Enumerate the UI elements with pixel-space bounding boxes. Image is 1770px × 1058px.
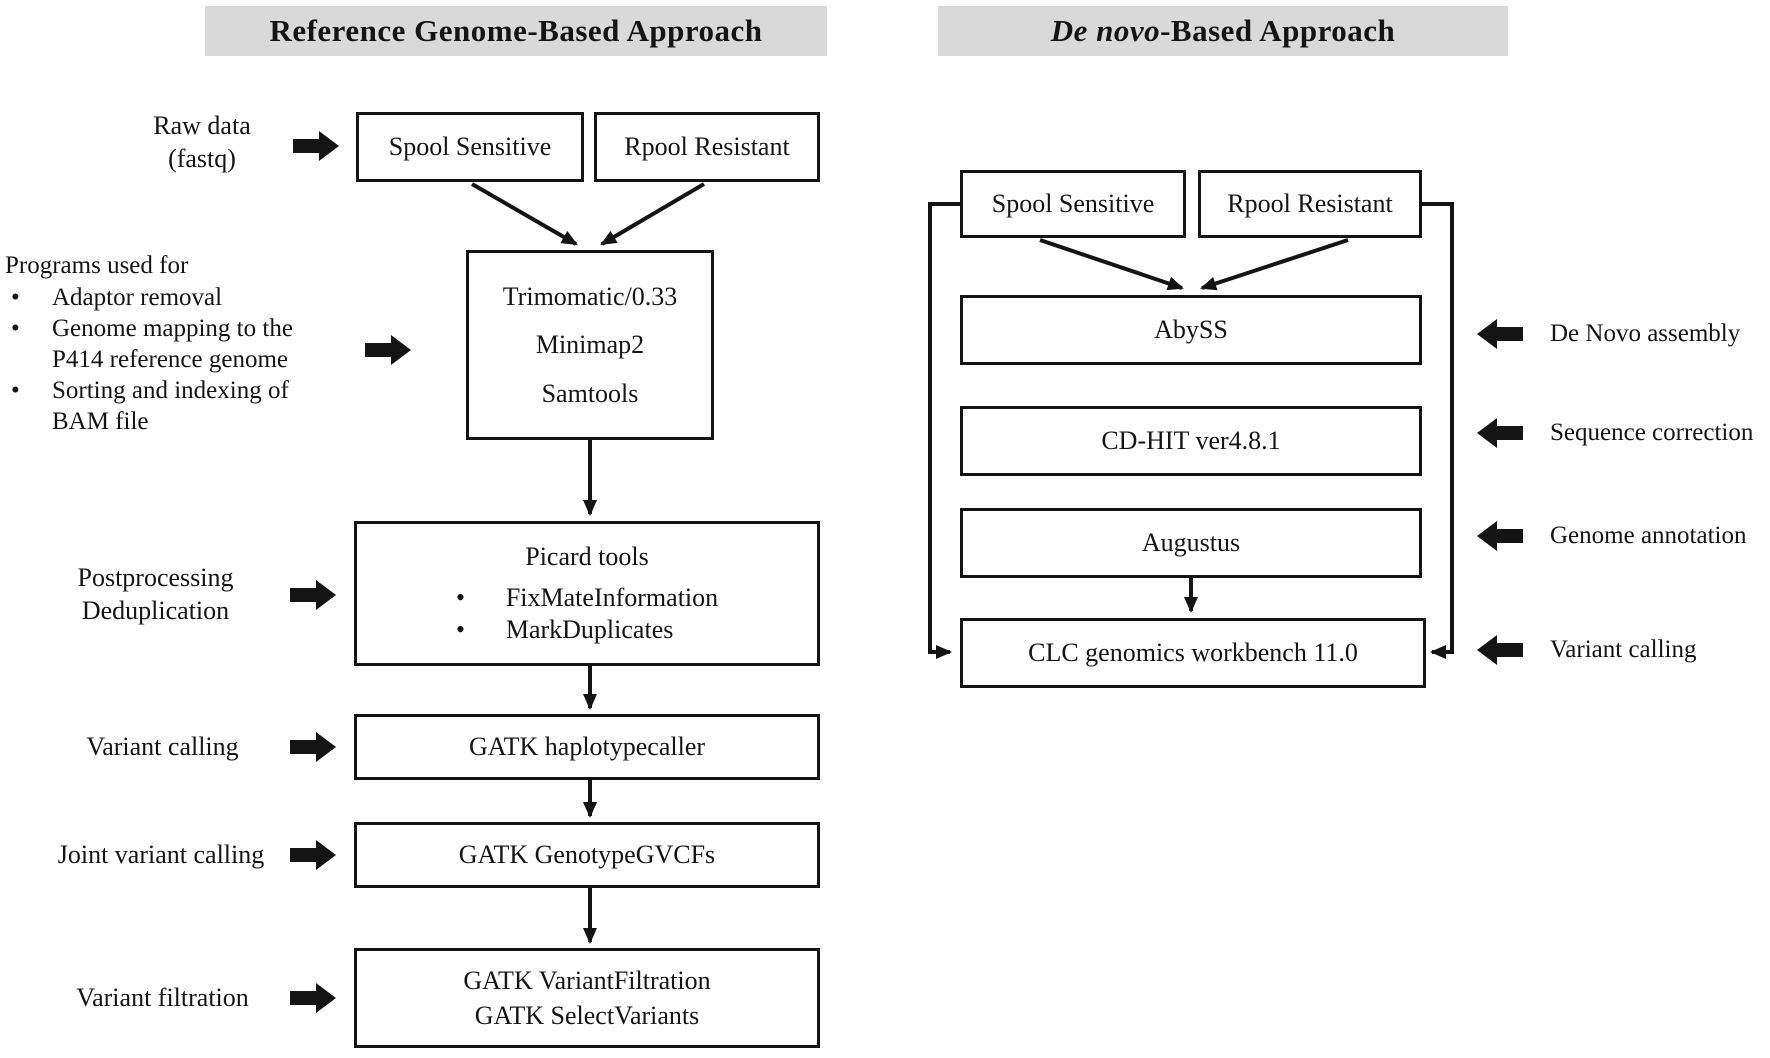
programs-note-line: P414 reference genome (5, 344, 345, 375)
joint-variant-calling-label: Joint variant calling (57, 840, 265, 870)
cdhit-box: CD-HIT ver4.8.1 (960, 406, 1422, 476)
left-bypass-to-clc-arrow (928, 202, 960, 659)
gatk-filtration-box: GATK VariantFiltration GATK SelectVarian… (354, 948, 820, 1048)
right-panel-title-italic: De novo (1050, 13, 1161, 48)
programs-note-text: BAM file (52, 408, 149, 435)
postprocessing-right-arrow-icon (290, 580, 336, 610)
picard-tools-box: Picard tools • FixMateInformation • Mark… (354, 521, 820, 666)
clc-workbench-box: CLC genomics workbench 11.0 (960, 618, 1426, 688)
trimming-tools-line2: Minimap2 (535, 330, 645, 360)
programs-note-line: • Genome mapping to the (5, 313, 345, 344)
assembly-left-arrow-icon (1477, 319, 1523, 349)
programs-note-heading: Programs used for (5, 252, 189, 279)
right-bypass-to-clc-arrow (1422, 202, 1454, 659)
gatk-genotypegvcfs-box: GATK GenotypeGVCFs (354, 822, 820, 888)
right-spool-sensitive-box: Spool Sensitive (960, 170, 1186, 238)
programs-note-text: Sorting and indexing of (52, 377, 289, 404)
bullet-icon: • (455, 614, 465, 644)
right-rpool-to-abyss-arrow (1200, 238, 1349, 291)
programs-note: Programs used for • Adaptor removal • Ge… (5, 250, 345, 437)
abyss-box: AbySS (960, 295, 1422, 365)
augustus-box: Augustus (960, 508, 1422, 578)
left-rpool-to-trim-arrow (600, 182, 706, 246)
variant-calling-left-arrow-icon (1477, 635, 1523, 665)
right-spool-to-abyss-arrow (1039, 238, 1184, 291)
raw-data-label-line1: Raw data (153, 110, 251, 140)
gatk-filtration-line1: GATK VariantFiltration (463, 965, 711, 995)
right-rpool-resistant-box: Rpool Resistant (1198, 170, 1422, 238)
raw-data-right-arrow-icon (293, 131, 339, 161)
picard-bullet-row: • MarkDuplicates (456, 614, 674, 646)
bullet-icon: • (11, 315, 20, 342)
left-spool-to-trim-arrow (471, 182, 578, 246)
bullet-icon: • (455, 582, 465, 612)
genome-annotation-label: Genome annotation (1550, 522, 1747, 549)
picard-tools-bullets: • FixMateInformation • MarkDuplicates (456, 582, 718, 646)
postprocessing-label: Postprocessing Deduplication (48, 558, 263, 630)
variant-calling-label-left: Variant calling (86, 732, 239, 762)
programs-note-line: • Sorting and indexing of (5, 375, 345, 406)
bullet-spacer (5, 344, 52, 375)
right-panel-title-rest: -Based Approach (1160, 13, 1396, 48)
raw-data-label-line2: (fastq) (168, 144, 236, 173)
gatk-haplotypecaller-box: GATK haplotypecaller (354, 714, 820, 780)
bullet-spacer (5, 406, 52, 437)
programs-note-text: P414 reference genome (52, 346, 288, 373)
postprocessing-label-line2: Deduplication (81, 596, 230, 625)
picard-bullet-text: FixMateInformation (505, 582, 719, 612)
trimming-tools-line3: Samtools (541, 379, 639, 409)
correction-left-arrow-icon (1477, 418, 1523, 448)
programs-note-line: BAM file (5, 406, 345, 437)
programs-note-line: • Adaptor removal (5, 282, 345, 313)
programs-note-text: Genome mapping to the (52, 315, 293, 342)
variant-calling-right-arrow-icon (290, 732, 336, 762)
picard-tools-title: Picard tools (525, 542, 649, 572)
annotation-left-arrow-icon (1477, 521, 1523, 551)
trimming-tools-line1: Trimomatic/0.33 (502, 281, 678, 311)
trimming-tools-box: Trimomatic/0.33 Minimap2 Samtools (466, 250, 714, 440)
variant-filtration-right-arrow-icon (290, 983, 336, 1013)
programs-right-arrow-icon (365, 335, 411, 365)
bullet-icon: • (11, 377, 20, 404)
variant-filtration-label: Variant filtration (76, 983, 249, 1013)
bullet-icon: • (11, 284, 20, 311)
left-panel-title: Reference Genome-Based Approach (205, 6, 827, 56)
left-rpool-resistant-box: Rpool Resistant (594, 112, 820, 182)
joint-variant-right-arrow-icon (290, 840, 336, 870)
postprocessing-label-line1: Postprocessing (77, 562, 234, 592)
gatk-filtration-line2: GATK SelectVariants (474, 1000, 700, 1030)
raw-data-label: Raw data (fastq) (112, 106, 292, 178)
de-novo-assembly-label: De Novo assembly (1550, 320, 1741, 347)
programs-note-text: Adaptor removal (52, 284, 223, 311)
variant-calling-label-right: Variant calling (1550, 636, 1697, 663)
picard-bullet-text: MarkDuplicates (505, 614, 674, 644)
right-panel-title: De novo-Based Approach (938, 6, 1508, 56)
sequence-correction-label: Sequence correction (1550, 419, 1754, 446)
left-spool-sensitive-box: Spool Sensitive (356, 112, 584, 182)
picard-bullet-row: • FixMateInformation (456, 582, 718, 614)
